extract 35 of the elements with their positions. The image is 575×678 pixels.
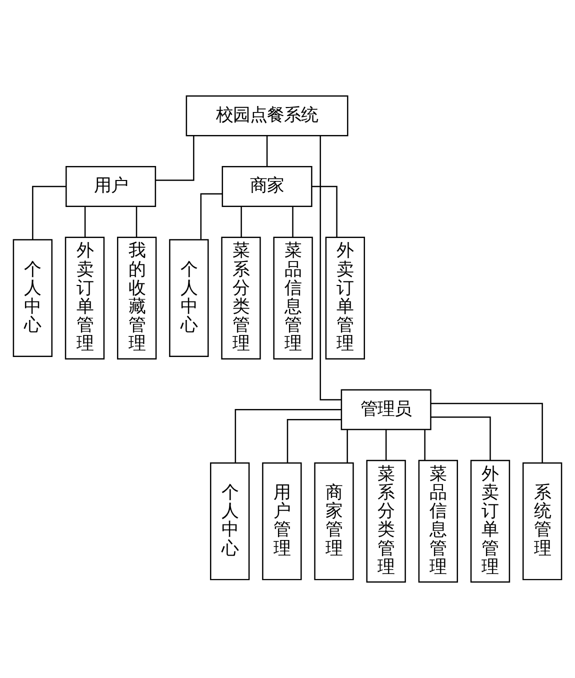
connector (430, 402, 543, 463)
node-box: 用户管理 (262, 462, 302, 580)
node-box: 用户 (66, 166, 156, 207)
node-box: 系统管理 (522, 462, 562, 580)
node-box: 个人中心 (12, 239, 53, 357)
connector (430, 416, 491, 460)
connector (240, 206, 242, 238)
node-box: 个人中心 (169, 239, 209, 357)
node-box: 我的收藏管理 (117, 236, 157, 360)
node-box: 个人中心 (210, 462, 250, 580)
connector (200, 193, 222, 240)
connector (385, 430, 387, 460)
connector (156, 136, 194, 181)
connector (286, 418, 342, 463)
connector (312, 186, 338, 238)
node-box: 菜系分类管理 (366, 460, 406, 583)
node-box: 商家管理 (314, 462, 354, 580)
node-box: 外卖订单管理 (470, 460, 510, 583)
node-box: 菜系分类管理 (221, 236, 261, 360)
node-box: 管理员 (340, 389, 432, 430)
connector (320, 136, 342, 400)
node-box: 菜品信息管理 (418, 460, 458, 583)
connector (346, 430, 348, 463)
node-box: 商家 (222, 166, 312, 207)
node-box: 外卖订单管理 (325, 236, 365, 360)
connector (266, 136, 268, 167)
connector (234, 409, 342, 463)
connector (292, 206, 294, 238)
node-box: 校园点餐系统 (186, 95, 348, 136)
connector (84, 206, 86, 238)
node-box: 菜品信息管理 (273, 236, 313, 360)
connector (136, 206, 138, 238)
connector (32, 186, 66, 240)
connector (424, 430, 426, 460)
node-box: 外卖订单管理 (64, 236, 105, 360)
